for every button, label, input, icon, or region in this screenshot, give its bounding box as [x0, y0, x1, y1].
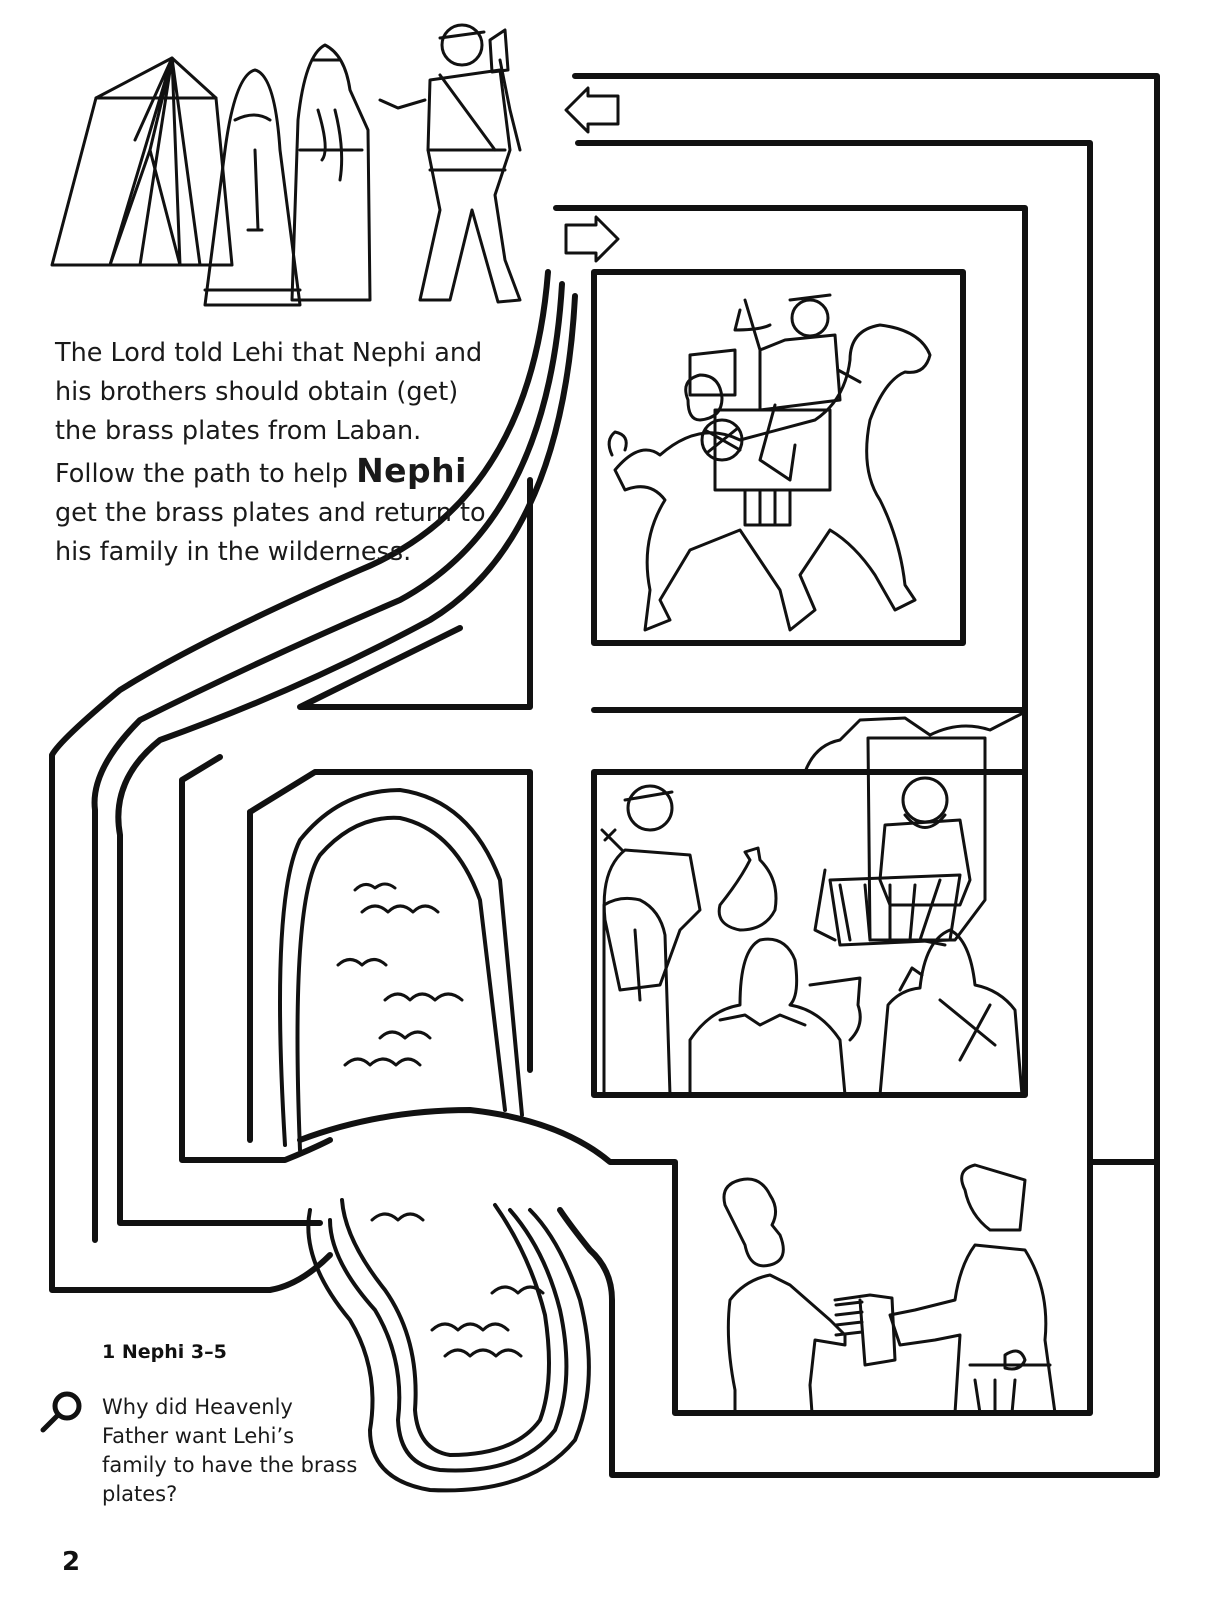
reflection-question: Why did Heavenly Father want Lehi’s fami… — [102, 1395, 358, 1506]
scene-nephi-on-camel — [607, 293, 932, 632]
instructions-paragraph: The Lord told Lehi that Nephi and his br… — [55, 334, 495, 572]
magnifying-glass-icon — [40, 1391, 82, 1433]
river-illustration — [278, 788, 591, 1493]
arrow-left-icon — [564, 86, 620, 134]
scripture-reference: 1 Nephi 3–5 — [102, 1341, 227, 1363]
water-wave-marks — [336, 882, 545, 1358]
instructions-text-before: The Lord told Lehi that Nephi and his br… — [55, 338, 483, 489]
instructions-text-after: get the brass plates and return to his f… — [55, 498, 486, 567]
page-number: 2 — [62, 1547, 81, 1577]
scene-laban-on-throne — [600, 710, 1027, 1097]
tent-illustration — [50, 56, 234, 267]
lehi-and-sariah-figures — [203, 43, 372, 307]
maze-walls — [49, 73, 1160, 1478]
arrow-right-icon — [564, 215, 620, 263]
scene-receiving-brass-plates — [722, 1163, 1057, 1415]
nephi-standing-figure — [378, 23, 522, 304]
nephi-highlight: Nephi — [356, 451, 467, 490]
